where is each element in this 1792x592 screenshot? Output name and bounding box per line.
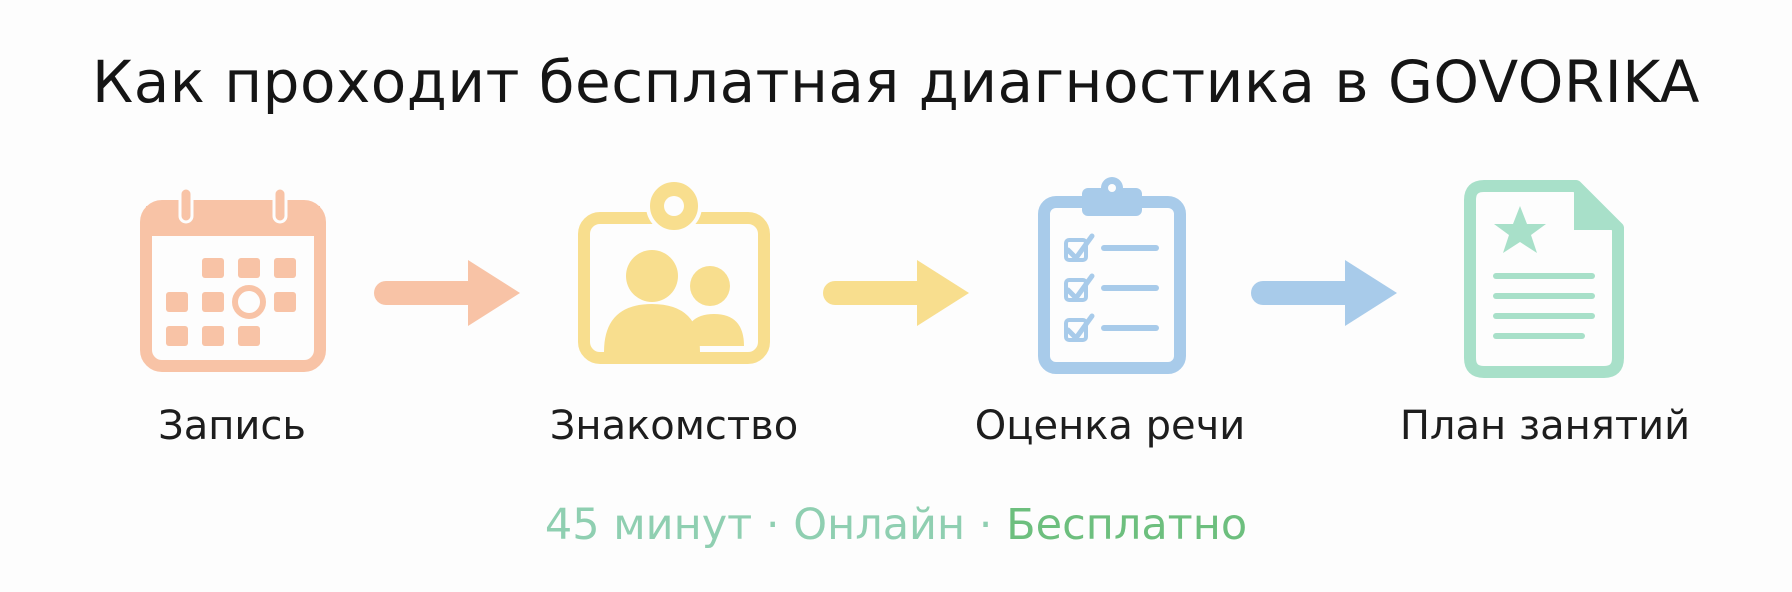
- footer-separator: ·: [965, 500, 1007, 550]
- arrow-right-icon: [1251, 260, 1397, 326]
- document-star-icon: [1464, 180, 1624, 378]
- step-label-otsenka: Оценка речи: [974, 403, 1246, 449]
- footer-price: Бесплатно: [1006, 500, 1248, 550]
- footer-format: Онлайн: [793, 500, 966, 550]
- people-photo-icon: [578, 178, 770, 364]
- footer-separator: ·: [752, 500, 794, 550]
- footer-duration: 45 минут: [544, 500, 753, 550]
- page-title: Как проходит бесплатная диагностика в GO…: [92, 48, 1700, 116]
- footer-info: 45 минут · Онлайн · Бесплатно: [0, 500, 1792, 552]
- arrow-right-icon: [823, 260, 969, 326]
- step-label-zapis: Запись: [158, 403, 306, 449]
- calendar-icon: [140, 186, 326, 372]
- arrow-right-icon: [374, 260, 520, 326]
- step-label-plan: План занятий: [1399, 403, 1691, 449]
- clipboard-checklist-icon: [1038, 177, 1186, 374]
- step-label-znakomstvo: Знакомство: [549, 403, 799, 449]
